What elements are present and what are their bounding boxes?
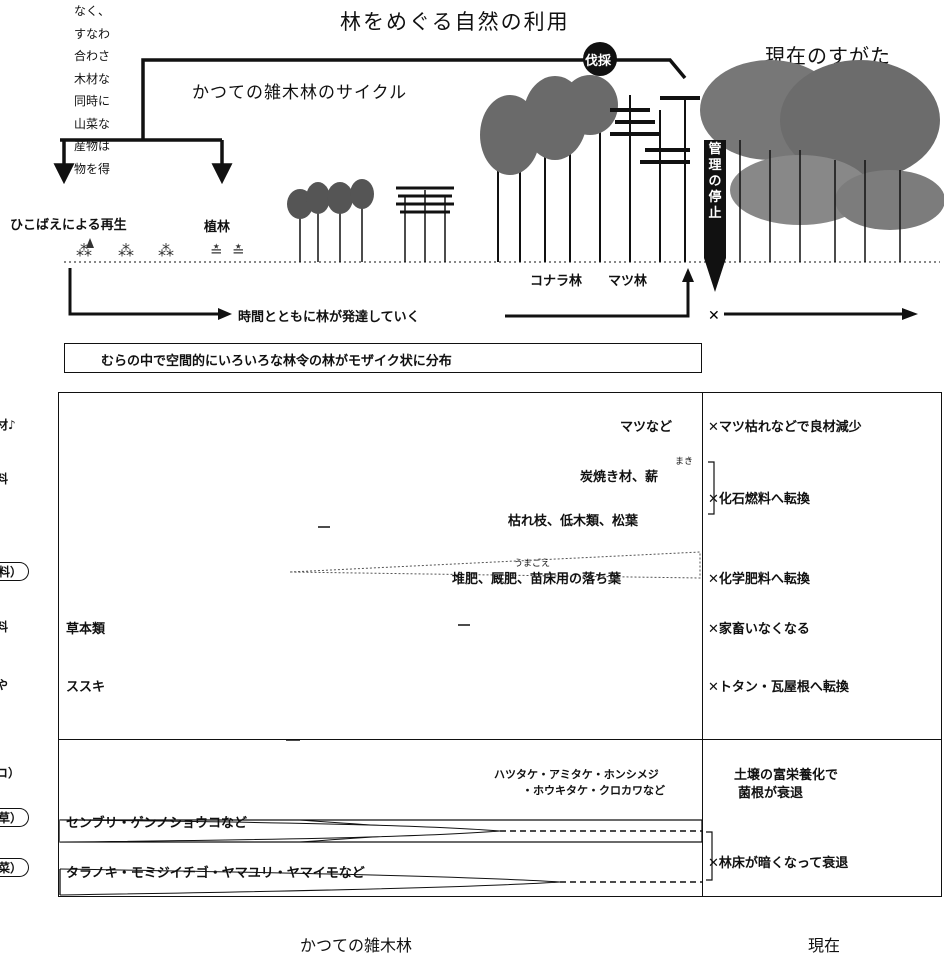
fertilizer-ruby: うまごえ [514, 559, 551, 569]
resource-table-lower [58, 739, 942, 897]
intro-line: 産物は [73, 139, 110, 153]
intro-line: すなわ [73, 26, 110, 41]
time-arrow-left [68, 268, 225, 316]
footer-present: 現在 [808, 936, 841, 955]
row-label-roofing: や [0, 678, 9, 692]
svg-text:≛: ≛ [210, 242, 223, 260]
intro-line: 山菜な [73, 116, 110, 131]
cycle-arrow-cut [610, 58, 687, 80]
timber-past: マツなど [620, 420, 673, 435]
fuel-past-2: 枯れ枝、低木類、松葉 [508, 514, 639, 529]
row-label-fertilizer-text: 料） [0, 562, 30, 581]
diagram-title: 林をめぐる自然の利用 [340, 10, 570, 34]
cut-badge-icon [583, 42, 617, 76]
seedling-icons: ⁂ ⁂ ⁂ ≛ ≛ [76, 238, 245, 260]
stage-pine: マツ林 [608, 274, 648, 289]
past-present-divider [702, 392, 703, 897]
row-label-fertilizer: 料） [0, 562, 30, 581]
fuel-past-1: 炭焼き材、薪 [580, 470, 659, 485]
fertilizer-now: ✕化学肥料へ転換 [708, 572, 810, 587]
svg-text:⁂: ⁂ [118, 241, 134, 260]
intro-line: 木材な [73, 71, 110, 86]
intro-line: 合わさ [73, 49, 110, 63]
young-trees-icon [287, 179, 454, 262]
fodder-past: 草本類 [66, 622, 106, 637]
intro-text: なく、 すなわ 合わさ 木材な 同時に 山菜な 産物は 物を得 [0, 0, 110, 180]
fuel-now: ✕化石燃料へ転換 [708, 492, 810, 507]
row-label-fuel: 料 [0, 472, 9, 486]
mosaic-label: むらの中で空間的にいろいろな林令の林がモザイク状に分布 [64, 343, 702, 373]
row-label-herbs: 草） [0, 808, 30, 827]
mushrooms-now-1: 土壌の富栄養化で [734, 768, 839, 783]
svg-text:✕: ✕ [708, 308, 720, 324]
svg-text:⁂: ⁂ [158, 241, 174, 260]
row-label-fodder: 料 [0, 620, 9, 634]
fertilizer-past: 堆肥、厩肥、苗床用の落ち葉 [452, 572, 622, 587]
time-arrow-label: 時間とともに林が発達していく [238, 310, 420, 325]
fodder-now: ✕家畜いなくなる [708, 622, 810, 637]
cycle-arrow-top [141, 58, 590, 140]
intro-line: 物を得 [73, 161, 110, 176]
herbs-past: センブリ・ゲンノショウコなど [66, 816, 247, 831]
row-label-vegetables-text: 菜） [0, 858, 30, 877]
vegetables-now: ✕林床が暗くなって衰退 [708, 856, 849, 871]
stop-management-arrowhead [704, 258, 726, 292]
mushrooms-now-2: 菌根が衰退 [738, 786, 804, 801]
svg-text:⁂: ⁂ [76, 241, 92, 260]
fuel-ruby: まき [675, 457, 694, 467]
row-label-timber: 材♪ [0, 418, 16, 432]
stage-regeneration: ひこばえによる再生 [10, 218, 127, 233]
row-label-mushrooms: コ） [0, 766, 21, 780]
mushrooms-past-1: ハツタケ・アミタケ・ホンシメジ [494, 768, 659, 781]
cycle-title: かつての雑木林のサイクル [192, 83, 408, 103]
present-forest-icon [700, 60, 944, 262]
forest-cycle-graphic: ⁂ ⁂ ⁂ ≛ ≛ [53, 42, 944, 324]
row-label-herbs-text: 草） [0, 808, 30, 827]
row-label-vegetables: 菜） [0, 858, 30, 877]
stage-konara: コナラ林 [530, 274, 583, 289]
roofing-now: ✕トタン・瓦屋根へ転換 [708, 680, 849, 695]
stop-management-label: 管理の停止 [708, 142, 722, 221]
intro-line: 同時に [73, 94, 110, 108]
usage-wedges [59, 461, 715, 896]
stage-planting: 植林 [204, 220, 231, 235]
mature-forest-icon [480, 75, 700, 262]
vegetables-past: タラノキ・モミジイチゴ・ヤマユリ・ヤマイモなど [66, 866, 365, 881]
time-arrow-right [505, 278, 690, 318]
cut-badge: 伐採 [585, 54, 612, 69]
svg-text:≛: ≛ [232, 242, 245, 260]
timber-now: ✕マツ枯れなどで良材減少 [708, 420, 862, 435]
intro-line: なく、 [73, 4, 110, 18]
stop-management-bar [704, 140, 726, 258]
roofing-past: ススキ [66, 680, 106, 695]
mushrooms-past-2: ・ホウキタケ・クロカワなど [522, 784, 665, 797]
footer-past: かつての雑木林 [300, 936, 413, 955]
